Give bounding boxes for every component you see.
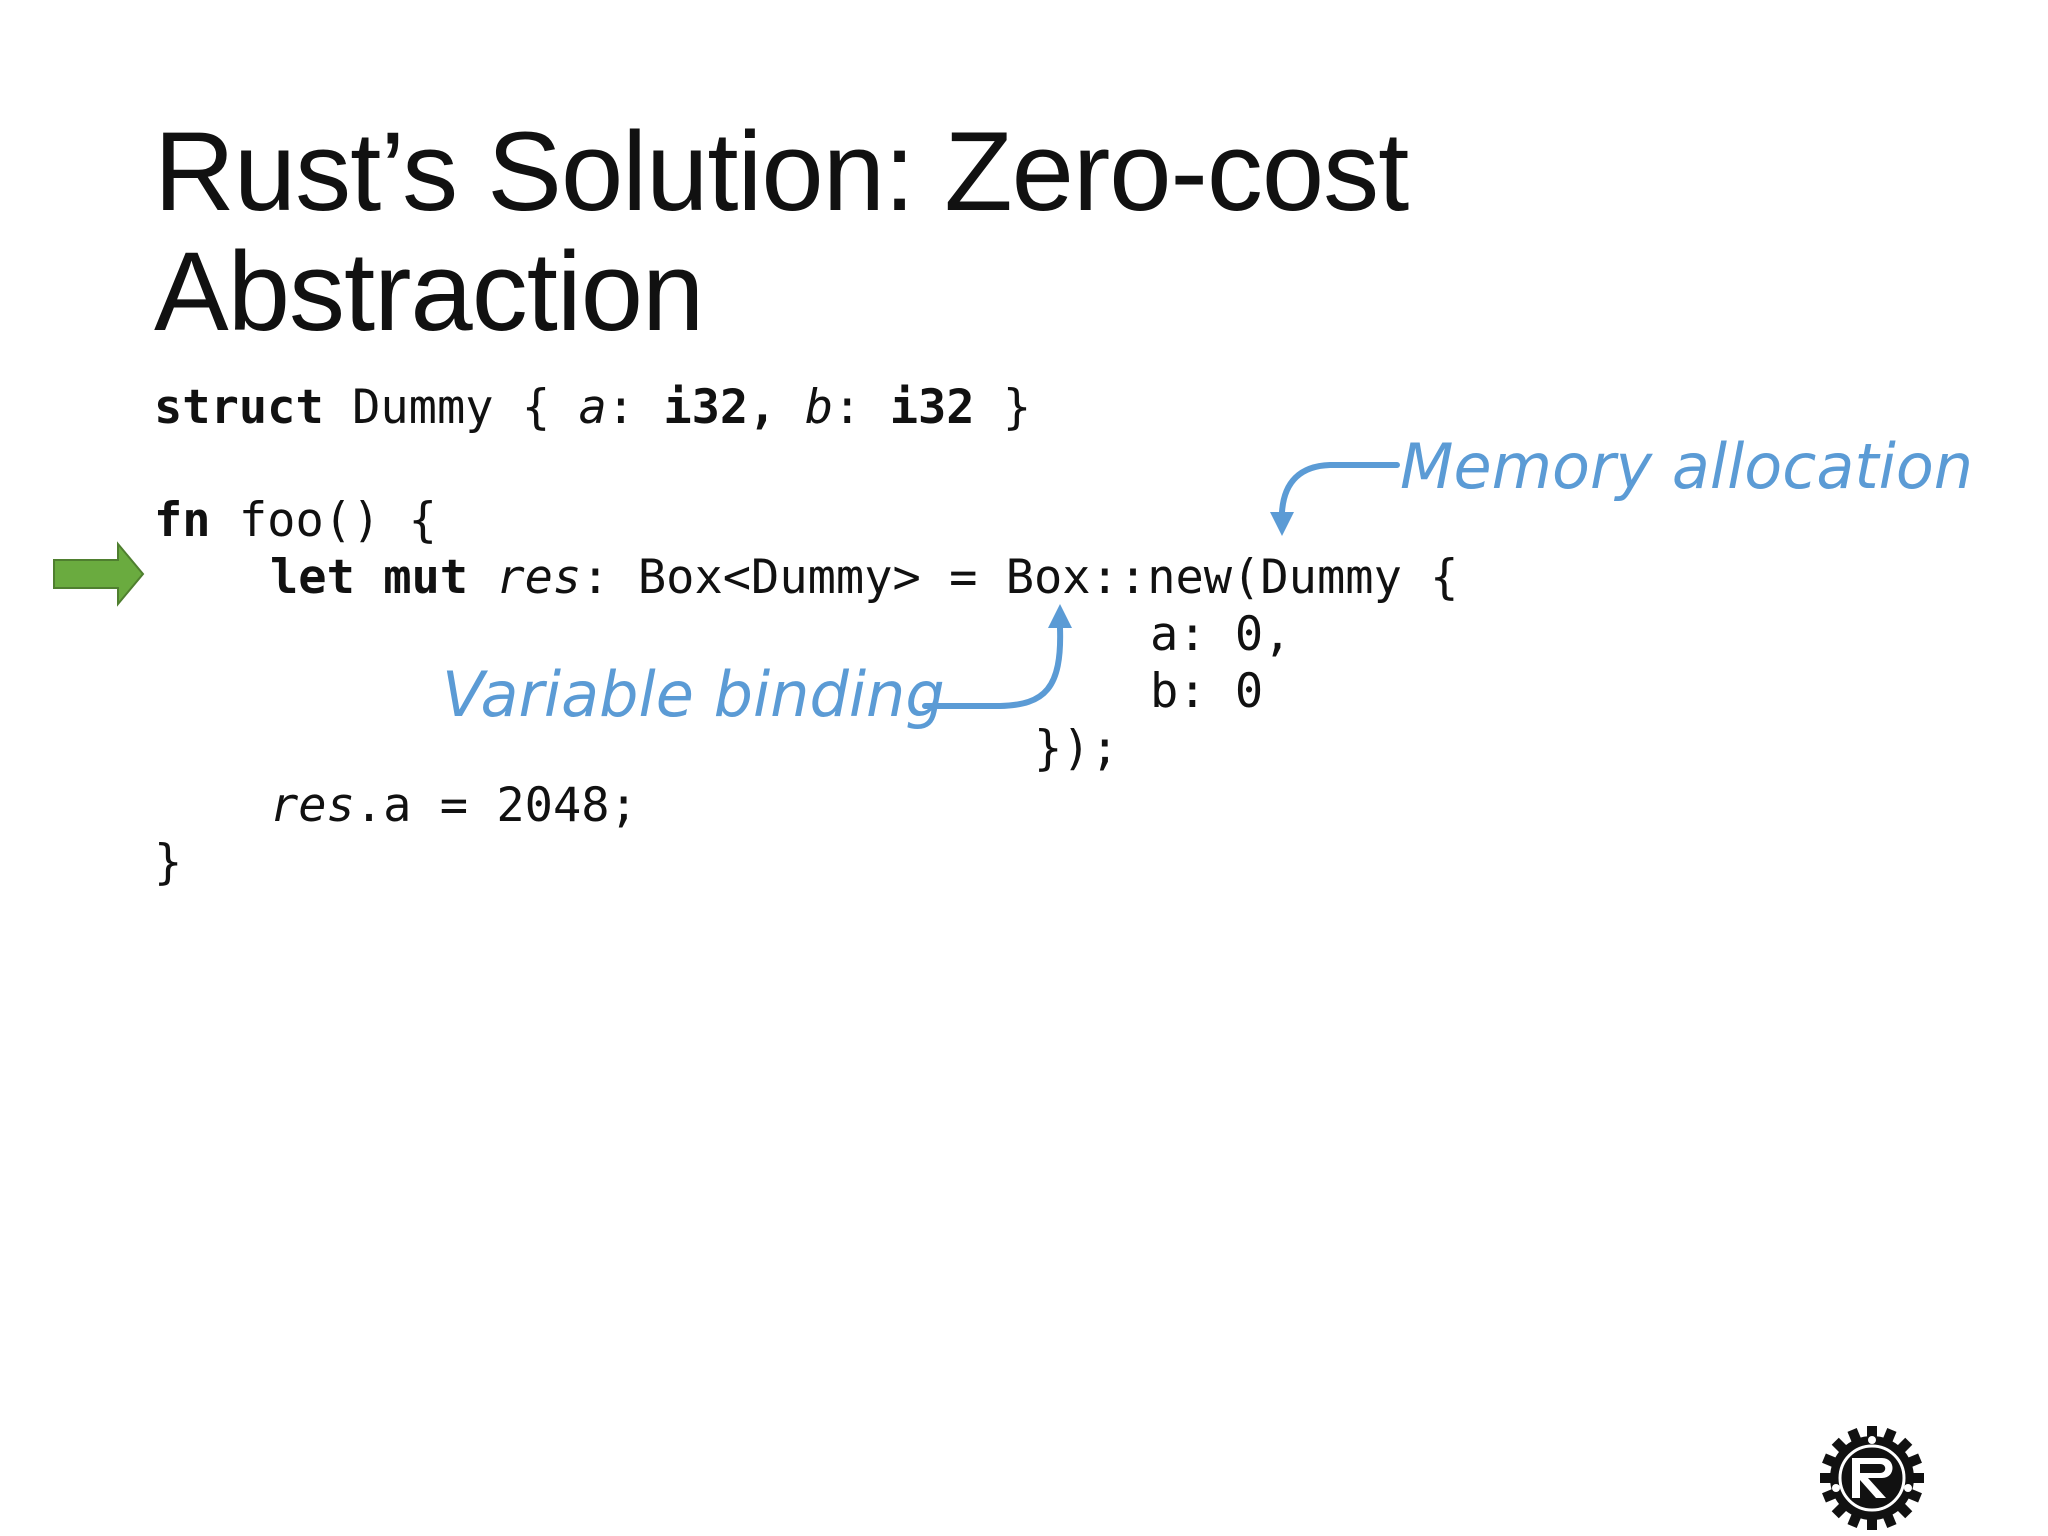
variable-binding-arrow-icon — [922, 604, 1072, 709]
field-b: b — [804, 380, 834, 435]
code-text: : Box<Dummy> = Box::new(Dummy { — [581, 550, 1459, 605]
keyword-fn: fn — [154, 493, 211, 548]
code-text: .a = 2048; — [354, 778, 638, 833]
keyword-mut: mut — [383, 550, 469, 605]
code-text: } — [974, 380, 1032, 435]
code-line-close-fn: } — [154, 835, 183, 890]
slide-title: Rust’s Solution: Zero-cost Abstraction — [154, 109, 1409, 354]
code-line-field-b: b: 0 — [1150, 664, 1264, 719]
type-i32: i32 — [889, 380, 975, 435]
code-text — [355, 550, 383, 605]
variable-res: res — [270, 778, 355, 833]
code-line-fn: fn foo() { — [154, 493, 437, 549]
keyword-struct: struct — [154, 380, 324, 435]
code-text: : — [833, 380, 890, 435]
variable-res: res — [496, 550, 582, 605]
code-line-let: let mut res: Box<Dummy> = Box::new(Dummy… — [270, 550, 1458, 606]
keyword-let: let — [270, 550, 355, 605]
code-text — [777, 380, 805, 435]
right-arrow-icon — [53, 541, 145, 607]
code-line-struct: struct Dummy { a: i32, b: i32 } — [154, 380, 1031, 436]
memory-allocation-arrow-icon — [1270, 462, 1400, 536]
field-a: a — [578, 380, 607, 435]
code-text — [468, 550, 496, 605]
rust-logo-icon — [1820, 1426, 1924, 1530]
annotation-memory-allocation: Memory allocation — [1400, 430, 1974, 503]
code-line-field-a: a: 0, — [1150, 607, 1292, 662]
slide-title-line-1: Rust’s Solution: Zero-cost — [154, 109, 1409, 234]
code-text: Dummy { — [323, 380, 579, 435]
slide-title-line-2: Abstraction — [154, 229, 704, 354]
type-i32: i32, — [663, 380, 777, 435]
code-text: : — [606, 380, 664, 435]
code-line-assign: res.a = 2048; — [270, 778, 638, 834]
annotation-variable-binding: Variable binding — [442, 658, 945, 731]
code-line-close-new: }); — [1034, 721, 1119, 776]
code-text: foo() { — [210, 493, 437, 548]
